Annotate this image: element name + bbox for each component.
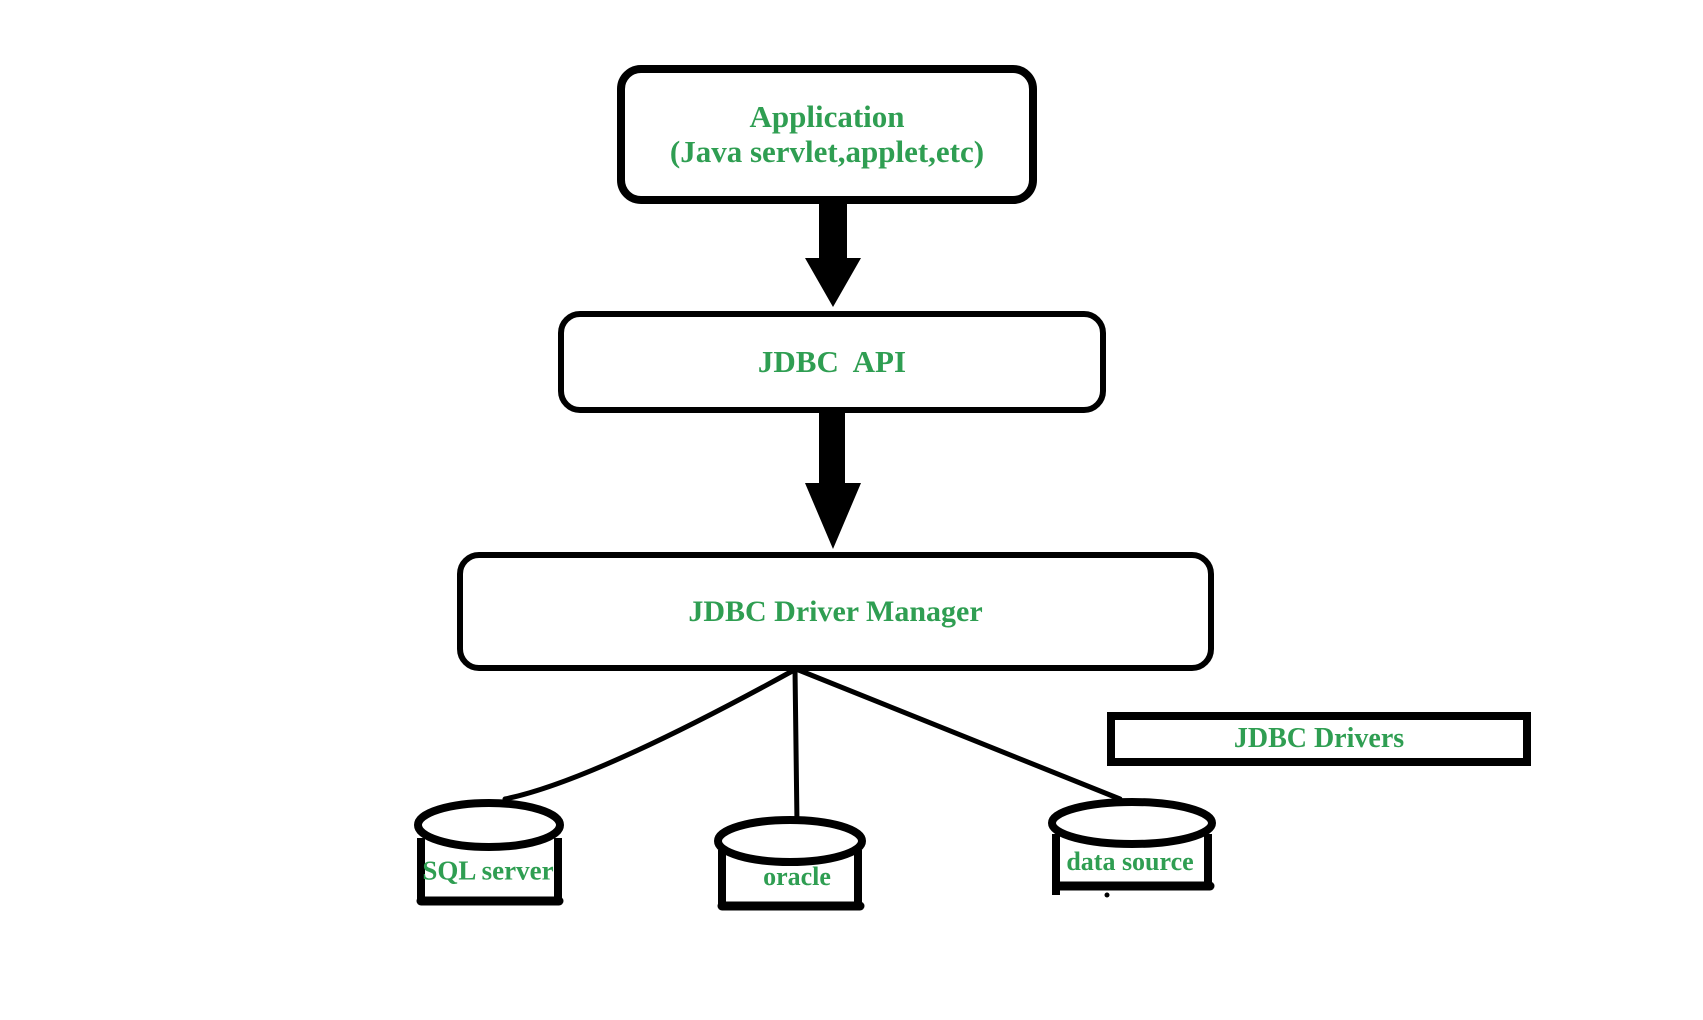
down-arrow-icon <box>805 413 861 549</box>
driver-manager-label: JDBC Driver Manager <box>688 594 983 628</box>
database-label-data-source: data source <box>1066 847 1194 876</box>
application-label-line1: Application <box>749 98 905 134</box>
cylinder-top-ellipse <box>414 799 564 851</box>
connector-line-data-source <box>793 666 1123 802</box>
jdbc-api-label: JDBC API <box>757 343 907 379</box>
database-cylinder-oracle <box>714 816 866 911</box>
cylinder-top-ellipse <box>1048 798 1216 848</box>
ink-dot-artifact <box>1104 892 1110 898</box>
jdbc-drivers-label: JDBC Drivers <box>1233 723 1405 755</box>
cylinder-top-ellipse <box>714 816 866 866</box>
node-jdbc-driver-manager: JDBC Driver Manager <box>457 552 1214 671</box>
connector-line-sql-server <box>502 666 799 802</box>
connector-line-oracle <box>792 666 800 827</box>
database-cylinder-data-source <box>1048 798 1216 898</box>
down-arrow-icon <box>805 200 861 307</box>
application-label-line2: (Java servlet,applet,etc) <box>669 133 985 169</box>
database-label-sql-server: SQL server <box>422 855 554 886</box>
database-cylinder-sql-server <box>414 799 564 906</box>
node-jdbc-drivers: JDBC Drivers <box>1107 712 1531 766</box>
node-jdbc-api: JDBC API <box>558 311 1106 413</box>
database-label-oracle: oracle <box>763 862 831 891</box>
